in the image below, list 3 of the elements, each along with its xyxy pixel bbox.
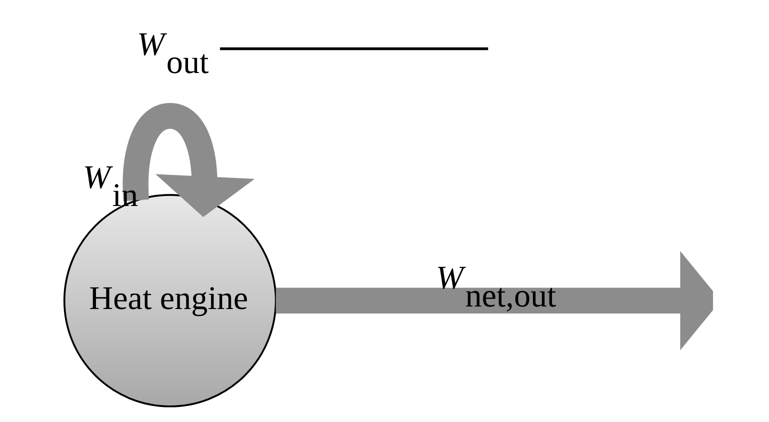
- connector: [219, 47, 488, 50]
- arrow: [122, 102, 254, 217]
- arrow: [275, 251, 712, 350]
